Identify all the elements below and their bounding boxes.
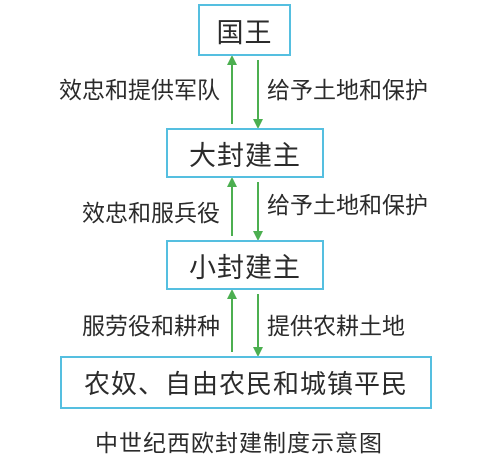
node-great-lord-label: 大封建主 — [189, 140, 301, 172]
node-minor-lord-label: 小封建主 — [189, 252, 301, 284]
label-loyalty-and-troops: 效忠和提供军队 — [59, 78, 220, 104]
label-land-and-protection-1: 给予土地和保护 — [267, 78, 428, 104]
node-minor-lord: 小封建主 — [166, 240, 324, 290]
diagram-caption: 中世纪西欧封建制度示意图 — [95, 431, 383, 457]
label-provide-farmland: 提供农耕土地 — [267, 314, 405, 340]
node-commoners-label: 农奴、自由农民和城镇平民 — [83, 370, 408, 400]
label-labor-and-farming: 服劳役和耕种 — [82, 314, 220, 340]
node-king: 国王 — [198, 4, 291, 56]
label-loyalty-and-military-service: 效忠和服兵役 — [82, 201, 220, 227]
label-land-and-protection-2: 给予土地和保护 — [267, 193, 428, 219]
node-great-lord: 大封建主 — [166, 128, 324, 178]
node-commoners: 农奴、自由农民和城镇平民 — [60, 356, 432, 409]
node-king-label: 国王 — [216, 17, 273, 49]
